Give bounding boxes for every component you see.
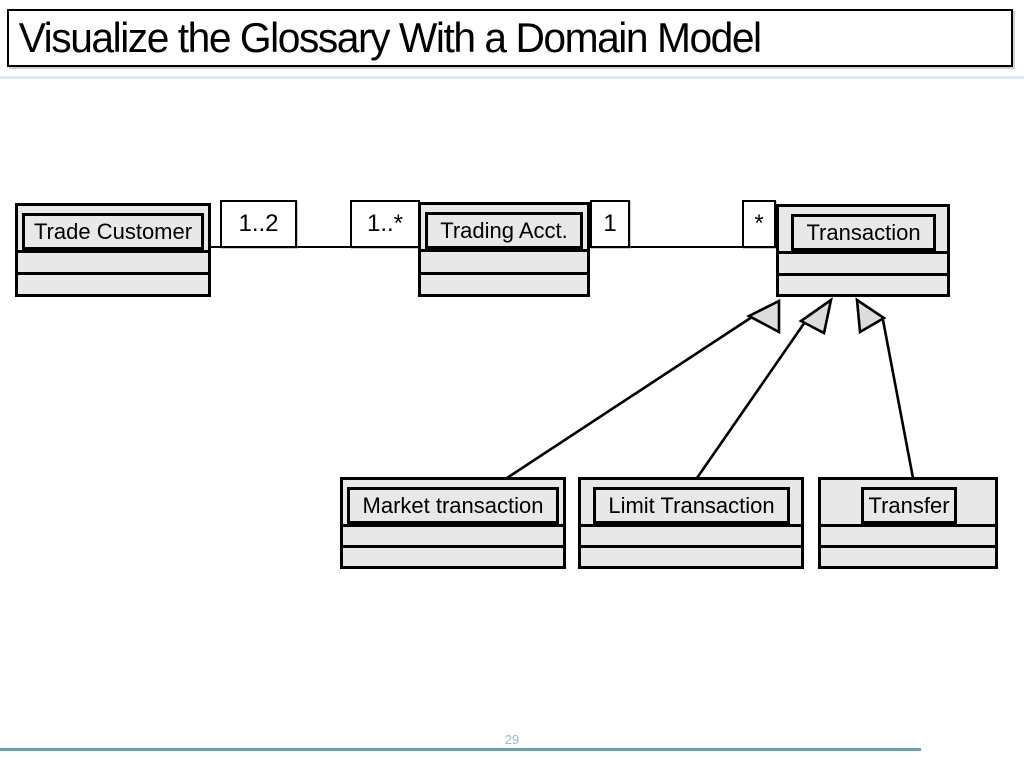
class-header: Trade Customer — [18, 206, 208, 250]
class-operations-compartment — [581, 545, 801, 566]
generalization-line-limit — [695, 321, 807, 479]
class-attributes-compartment — [779, 251, 947, 273]
class-operations-compartment — [343, 545, 563, 566]
generalization-line-market — [506, 315, 753, 480]
class-name-label: Trading Acct. — [425, 212, 583, 249]
class-operations-compartment — [821, 545, 995, 566]
uml-class-market-transaction: Market transaction — [340, 477, 566, 569]
uml-class-trading-acct: Trading Acct. — [418, 202, 590, 297]
class-name-label: Market transaction — [347, 487, 559, 524]
class-attributes-compartment — [821, 524, 995, 545]
multiplicity-label-1-star: 1..* — [350, 200, 420, 248]
class-name-label: Limit Transaction — [593, 487, 790, 524]
class-operations-compartment — [779, 272, 947, 294]
multiplicity-label-1-2: 1..2 — [220, 200, 297, 248]
uml-class-transaction: Transaction — [776, 204, 950, 297]
class-header: Transaction — [779, 207, 947, 251]
page-number: 29 — [504, 732, 520, 747]
class-operations-compartment — [18, 272, 208, 294]
generalization-arrowhead-limit — [798, 297, 833, 335]
slide-title: Visualize the Glossary With a Domain Mod… — [18, 14, 762, 61]
title-underline — [0, 76, 1024, 79]
class-name-label: Trade Customer — [22, 213, 204, 250]
class-header: Trading Acct. — [421, 205, 587, 249]
generalization-line-transfer — [881, 319, 915, 479]
uml-class-transfer: Transfer — [818, 477, 998, 569]
class-attributes-compartment — [581, 524, 801, 545]
class-header: Market transaction — [343, 480, 563, 524]
uml-class-trade-customer: Trade Customer — [15, 203, 211, 297]
class-header: Limit Transaction — [581, 480, 801, 524]
multiplicity-label-1: 1 — [590, 200, 630, 248]
class-attributes-compartment — [421, 249, 587, 272]
slide-title-box: Visualize the Glossary With a Domain Mod… — [7, 9, 1013, 67]
uml-class-limit-transaction: Limit Transaction — [578, 477, 804, 569]
footer-line — [0, 748, 921, 751]
class-name-label: Transaction — [791, 214, 936, 251]
class-operations-compartment — [421, 271, 587, 294]
generalization-arrowhead-transfer — [855, 297, 887, 335]
class-header: Transfer — [821, 480, 995, 524]
class-attributes-compartment — [18, 250, 208, 272]
class-name-label: Transfer — [861, 487, 957, 524]
generalization-arrowhead-market — [746, 298, 781, 335]
class-attributes-compartment — [343, 524, 563, 545]
multiplicity-label-star: * — [742, 200, 776, 248]
